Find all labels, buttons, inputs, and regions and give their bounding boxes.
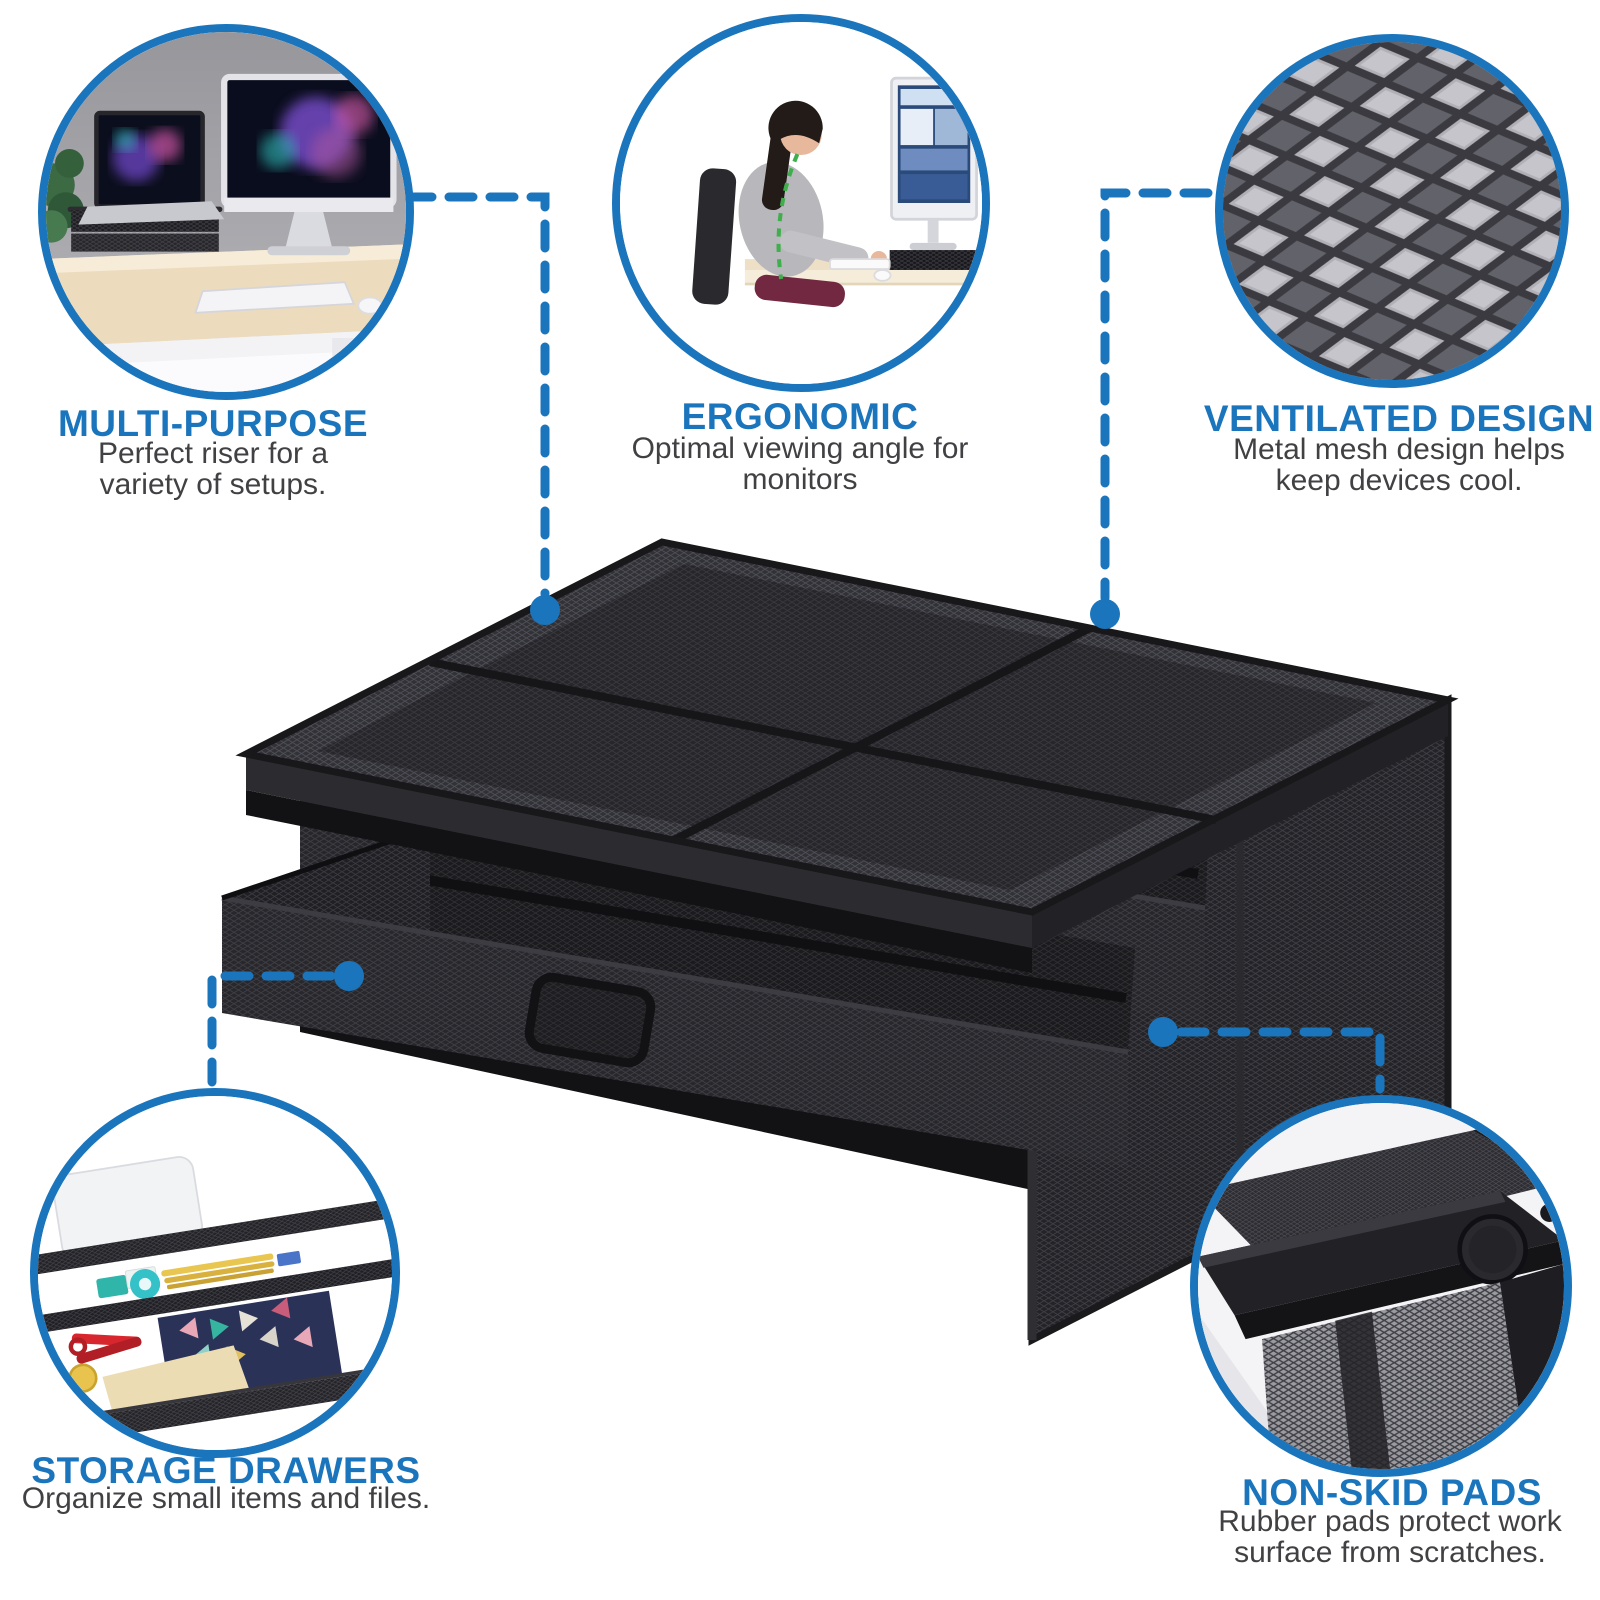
callout-circle-storage (30, 1088, 400, 1458)
top-tray (235, 538, 1459, 973)
leader-dots (334, 595, 1178, 1047)
callout-title-ergonomic: ERGONOMIC (681, 396, 919, 437)
lower-drawer (221, 825, 1135, 1167)
callout-desc-storage: Organize small items and files. (21, 1482, 431, 1515)
callout-title-multi-purpose: MULTI-PURPOSE (57, 403, 369, 444)
leader-lines (207, 188, 1385, 1094)
callout-desc-ventilated: Metal mesh design helps keep devices coo… (1233, 433, 1565, 497)
callout-circle-multi-purpose (38, 24, 414, 400)
drawer-items (96, 1250, 301, 1300)
mouse (357, 296, 383, 315)
leader-non-skid (1176, 1027, 1385, 1094)
leader-multi-purpose (403, 192, 550, 599)
laptop (78, 110, 225, 225)
posture-line (776, 153, 800, 280)
dot-ventilated (1090, 599, 1120, 629)
non-skid-pad-photo (1198, 1103, 1564, 1469)
open-drawers (38, 1156, 392, 1449)
keyboard (829, 258, 891, 270)
drawer-divider (379, 867, 1127, 1003)
mouse (873, 269, 892, 282)
pencils (161, 1253, 274, 1277)
lower-drawer-handle (524, 972, 656, 1068)
dot-storage (334, 961, 364, 991)
leader-storage (207, 971, 336, 1087)
callout-desc-ergonomic: Optimal viewing angle for monitors (631, 432, 969, 496)
callout-circle-ergonomic (612, 14, 990, 392)
dot-multi-purpose (530, 595, 560, 625)
hair (768, 100, 823, 144)
legs (754, 274, 845, 308)
callout-desc-multi-purpose: Perfect riser for a variety of setups. (97, 437, 329, 501)
mesh-pattern (1223, 42, 1561, 380)
product-corner (1198, 1123, 1564, 1469)
chair (692, 168, 737, 305)
callout-title-ventilated: VENTILATED DESIGN (1203, 398, 1595, 439)
tray-divider (429, 658, 1217, 824)
ergonomic-photo (620, 22, 982, 384)
desktop-monitor (221, 73, 397, 256)
scissors (68, 1333, 142, 1364)
callout-desc-non-skid: Rubber pads protect work surface from sc… (1218, 1505, 1562, 1569)
tray-divider (672, 624, 1092, 844)
callout-title-non-skid: NON-SKID PADS (1242, 1472, 1542, 1513)
mesh-closeup-photo (1223, 42, 1561, 380)
woman-figure (738, 100, 887, 308)
storage-drawers-photo (38, 1096, 392, 1450)
callout-circle-ventilated (1215, 34, 1569, 388)
keyboard (194, 281, 356, 314)
callout-circle-non-skid (1190, 1095, 1572, 1477)
leader-ventilated (1100, 188, 1213, 603)
multi-purpose-photo (46, 32, 406, 392)
callout-title-storage: STORAGE DRAWERS (31, 1450, 421, 1491)
dot-non-skid (1148, 1017, 1178, 1047)
